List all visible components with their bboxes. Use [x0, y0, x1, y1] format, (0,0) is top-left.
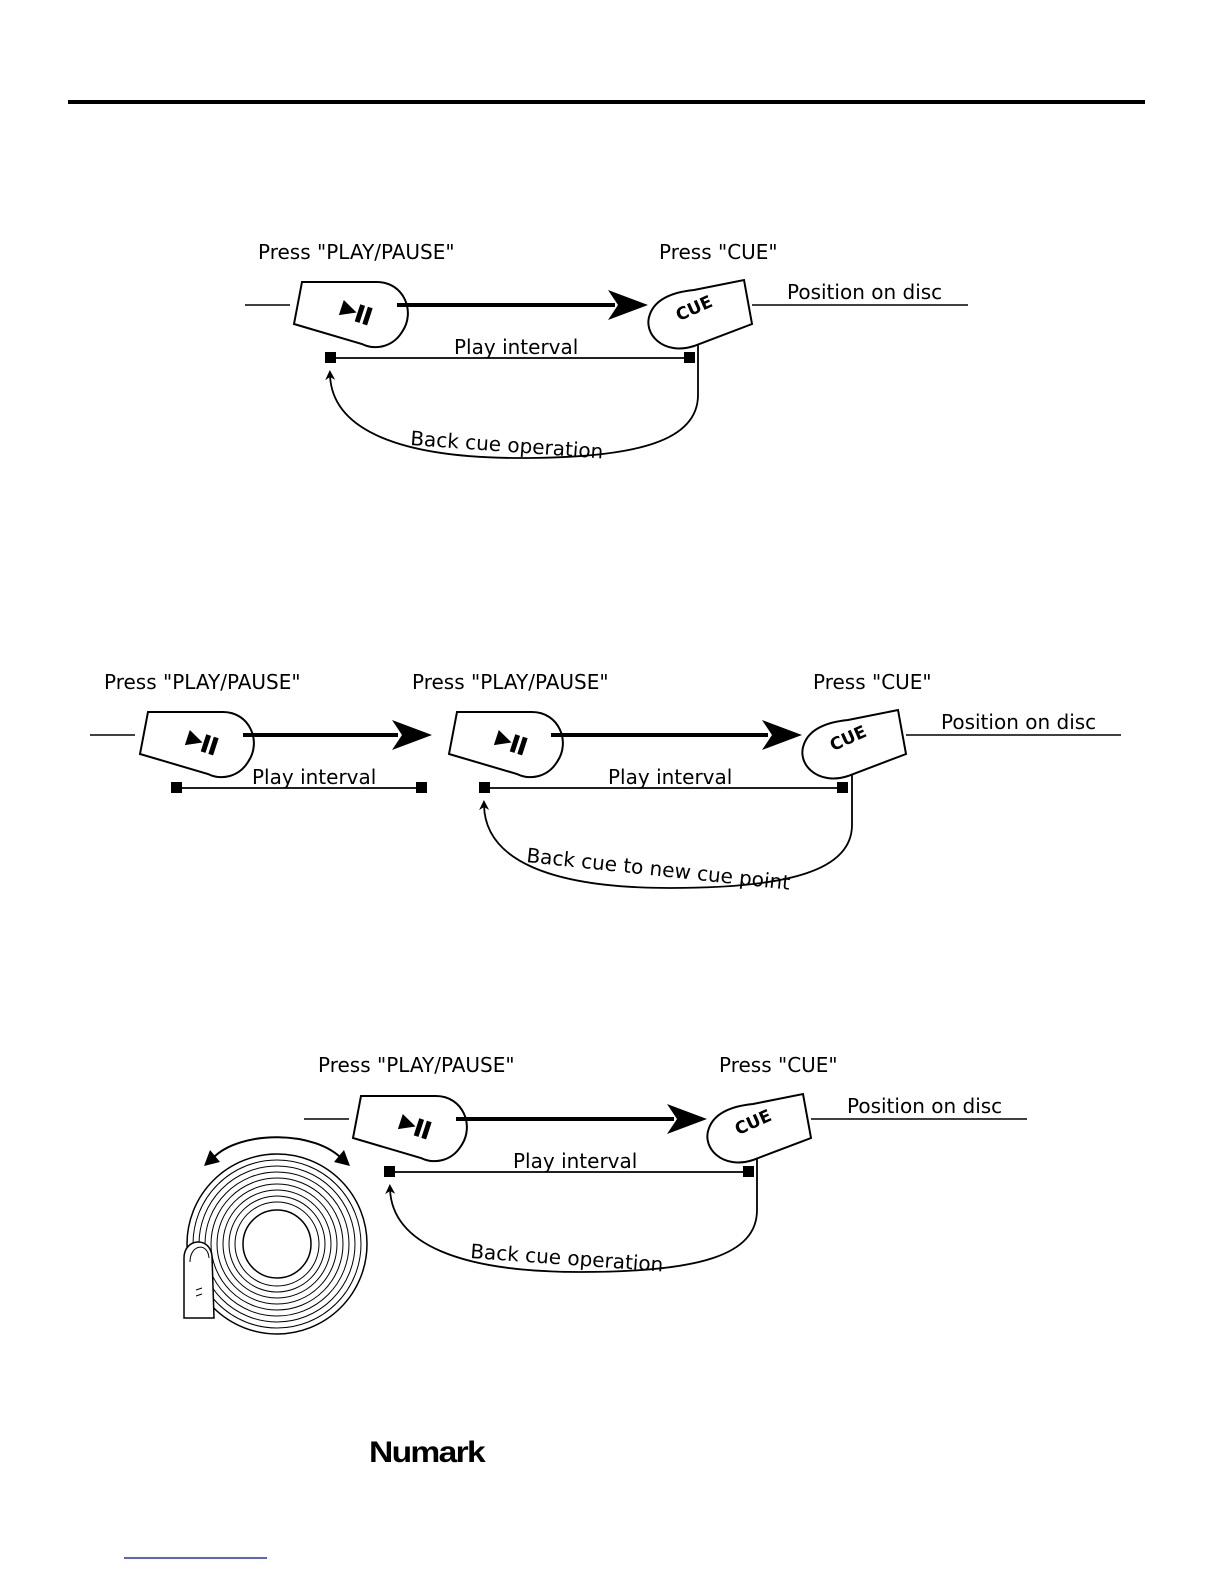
d1-play-interval-label: Play interval [454, 335, 578, 359]
d3-press-play-label: Press "PLAY/PAUSE" [318, 1053, 515, 1077]
diagram-3: Press "PLAY/PAUSE" Press "CUE" CUE Posit… [183, 1053, 1027, 1335]
d3-back-cue-label: Back cue operation [470, 1239, 664, 1276]
d2-press-play-label-1: Press "PLAY/PAUSE" [104, 670, 301, 694]
diagram-1: Press "PLAY/PAUSE" Press "CUE" CUE Posit… [245, 240, 968, 463]
d1-press-play-label: Press "PLAY/PAUSE" [258, 240, 455, 264]
top-rule [68, 100, 1145, 104]
d2-forward-arrow-icon-2 [762, 720, 802, 750]
d3-forward-arrow-icon [667, 1104, 707, 1134]
d1-forward-arrow-icon [608, 290, 648, 320]
footer-link-underline[interactable] [124, 1557, 267, 1559]
d3-play-interval-label: Play interval [513, 1149, 637, 1173]
d3-cue-icon: CUE [706, 1093, 812, 1164]
rotate-arrow-icon [212, 1136, 344, 1161]
d2-play-pause-icon-1 [139, 711, 255, 779]
d2-cue-icon: CUE [801, 709, 907, 780]
d1-position-label: Position on disc [787, 280, 942, 304]
d3-play-pause-icon [352, 1095, 468, 1163]
d3-press-cue-label: Press "CUE" [719, 1053, 838, 1077]
jog-wheel-icon [183, 1136, 368, 1335]
d2-press-play-label-2: Press "PLAY/PAUSE" [412, 670, 609, 694]
numark-logo: Numark [369, 1436, 486, 1469]
d1-cue-icon: CUE [647, 279, 753, 350]
finger-icon [183, 1241, 215, 1319]
d3-position-label: Position on disc [847, 1094, 1002, 1118]
d2-press-cue-label: Press "CUE" [813, 670, 932, 694]
d2-play-interval-label-2: Play interval [608, 765, 732, 789]
d2-play-pause-icon-2 [448, 711, 564, 779]
d1-press-cue-label: Press "CUE" [659, 240, 778, 264]
d2-play-interval-label-1: Play interval [252, 765, 376, 789]
diagram-2: Press "PLAY/PAUSE" Press "PLAY/PAUSE" Pr… [90, 670, 1121, 895]
d2-forward-arrow-icon-1 [392, 720, 432, 750]
d1-play-pause-icon [293, 281, 409, 349]
d2-position-label: Position on disc [941, 710, 1096, 734]
d2-back-cue-label: Back cue to new cue point [525, 843, 791, 895]
